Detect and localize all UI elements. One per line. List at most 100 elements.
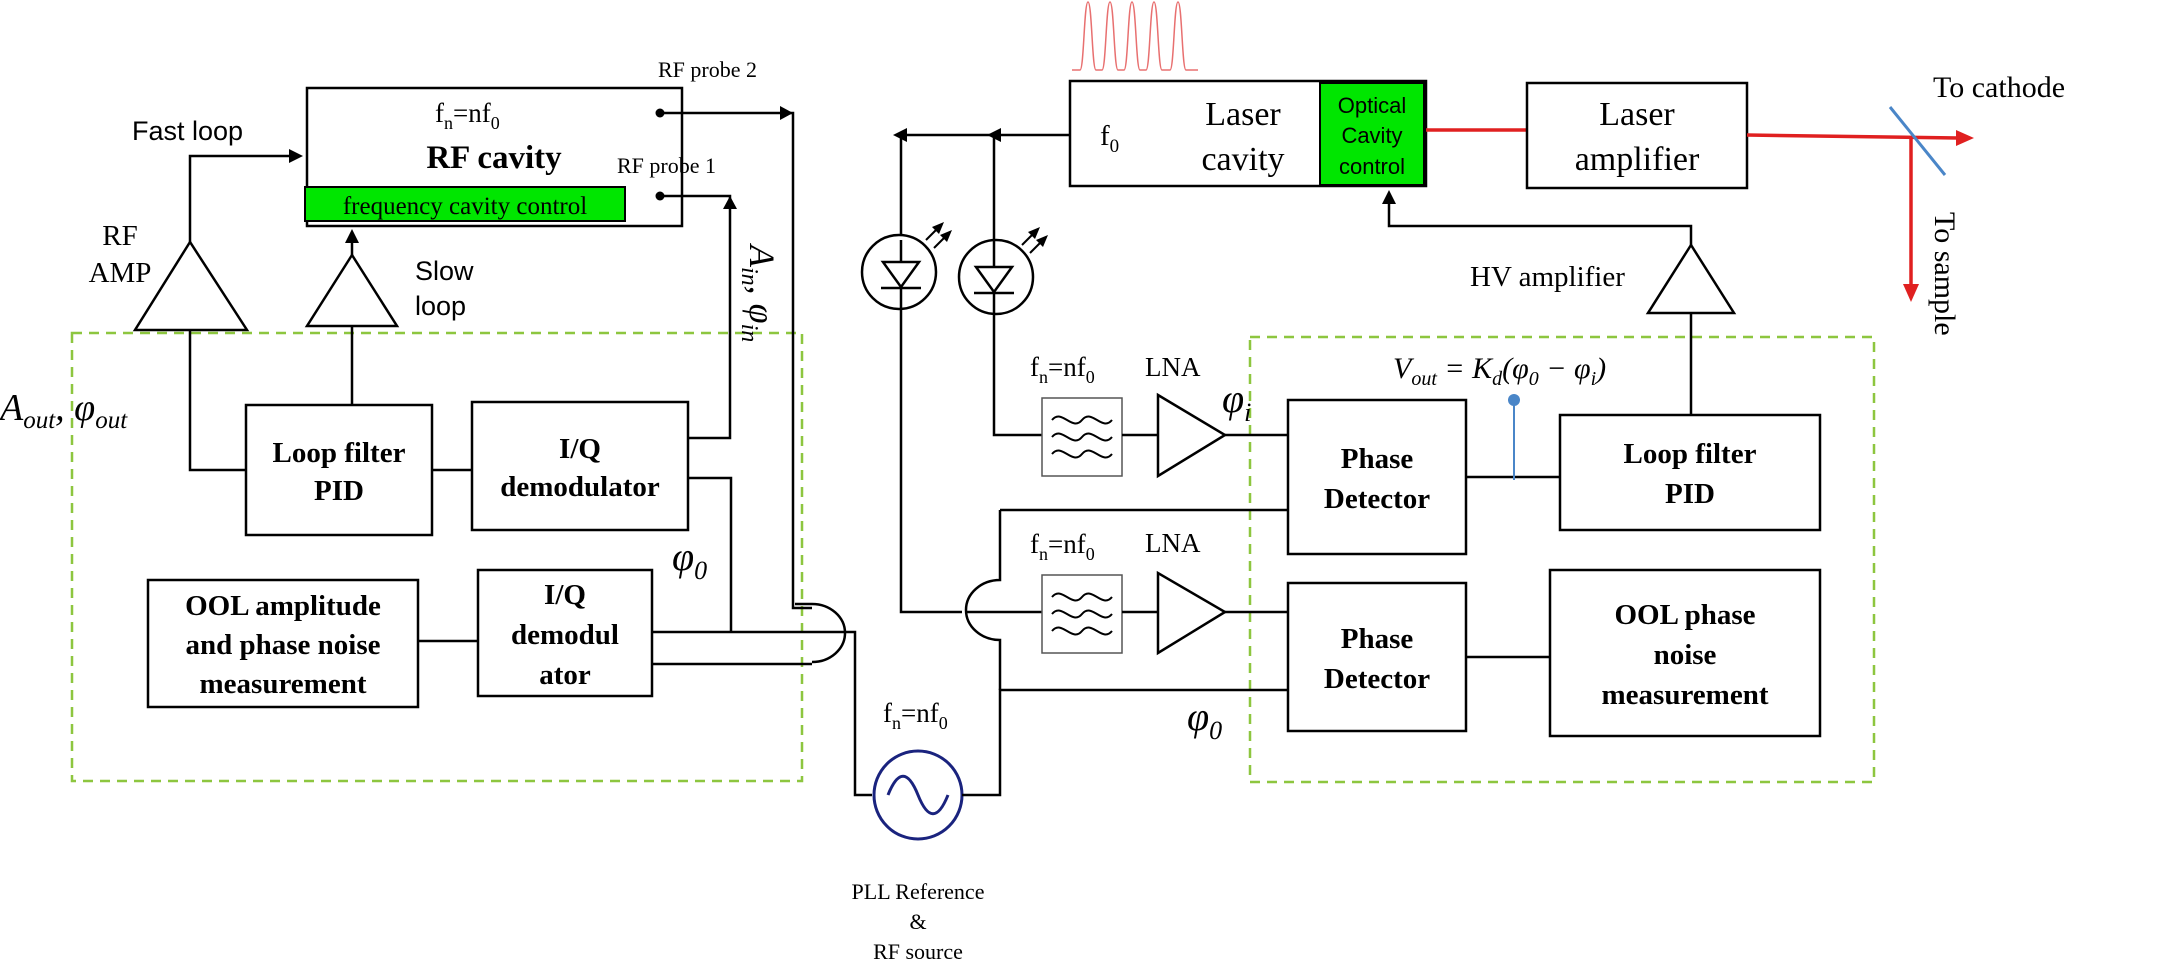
iq2-label-3: ator — [539, 659, 591, 691]
frequency-cavity-control: frequency cavity control — [304, 186, 626, 222]
aout-phi: φ — [74, 387, 95, 429]
phi-i-sub: i — [1244, 398, 1251, 427]
pll-label-3: RF source — [873, 939, 963, 964]
pulse-train — [1072, 1, 1198, 71]
vout-0: 0 — [1529, 368, 1539, 390]
to-cathode-label: To cathode — [1933, 71, 2065, 104]
vout-i: i — [1591, 368, 1597, 390]
phi0-left: φ — [672, 534, 694, 579]
ain-A: A — [742, 243, 782, 268]
lna1-label: LNA — [1145, 352, 1201, 382]
filter1-eq: =nf — [1048, 352, 1086, 382]
iq1-label-1: I/Q — [559, 433, 601, 465]
iq2-label-2: demodul — [511, 619, 619, 651]
optical-label-1: Optical — [1338, 93, 1406, 118]
loop-filter-pid-left: Loop filter PID — [244, 403, 434, 537]
ool-left-label-1: OOL amplitude — [185, 590, 381, 622]
bandpass-filter-1 — [1041, 397, 1123, 477]
laser-f0: f0 — [1100, 120, 1119, 157]
filter1-f: f — [1030, 352, 1039, 382]
frequency-cavity-control-label: frequency cavity control — [343, 193, 587, 220]
hv-amplifier-label: HV amplifier — [1470, 261, 1625, 293]
lna-1-triangle — [1156, 392, 1228, 479]
laser-amplifier: Laser amplifier — [1525, 81, 1749, 190]
aout-comma: , — [55, 387, 74, 429]
vout-marker-dot — [1508, 394, 1520, 406]
phi-i-label: φi — [1222, 376, 1251, 427]
vout-V: V — [1393, 352, 1415, 385]
photodiode-1 — [860, 222, 952, 311]
to-sample-label-group: To sample — [1928, 212, 1961, 336]
lna2-label: LNA — [1145, 528, 1201, 558]
pd1-label-2: Detector — [1324, 483, 1430, 515]
phi0-right: φ — [1187, 694, 1209, 739]
optical-label-3: control — [1339, 154, 1405, 179]
laser-f0-sub: 0 — [1110, 136, 1120, 157]
filter2-eq: =nf — [1048, 529, 1086, 559]
ain-phi: φ — [742, 304, 782, 324]
phi0-left-label: φ0 — [672, 534, 707, 585]
loop-filter-pid-right: Loop filter PID — [1558, 413, 1822, 532]
vout-rest: (φ — [1502, 352, 1529, 385]
rf-cavity-freq: f — [435, 98, 444, 128]
pll-reference-source — [872, 749, 964, 841]
rf-cavity-title: RF cavity — [426, 140, 562, 176]
vout-equation: Vout = Kd(φ0 − φi) — [1393, 352, 1606, 390]
lna-2-triangle — [1156, 570, 1228, 656]
optical-label-2: Cavity — [1341, 123, 1402, 148]
vout-minus: − φ — [1539, 352, 1591, 385]
pll-label-1: PLL Reference — [852, 879, 985, 904]
pll-freq-0: 0 — [939, 713, 948, 733]
laser-amp-label-1: Laser — [1599, 96, 1675, 133]
pll-freq-eq: =nf — [901, 698, 939, 728]
iq2-label-1: I/Q — [544, 579, 586, 611]
aout-phiout-label: Aout, φout — [0, 387, 128, 434]
filter2-f: f — [1030, 529, 1039, 559]
laser-amp-label-2: amplifier — [1575, 141, 1700, 178]
ool-right-label-2: noise — [1654, 639, 1717, 671]
right-splitter — [964, 510, 1002, 690]
pll-freq-n: n — [892, 713, 901, 733]
rf-probe-1-label: RF probe 1 — [617, 153, 716, 178]
aout-phi-sub: out — [95, 407, 128, 434]
aout-sub: out — [23, 407, 56, 434]
rf-amp-triangle — [132, 239, 250, 332]
rf-amp-label-1: RF — [102, 220, 137, 252]
filter1-0: 0 — [1086, 367, 1095, 387]
ool-phase-noise-box: OOL phase noise measurement — [1548, 568, 1822, 738]
iq-demodulator-1: I/Q demodulator — [470, 400, 690, 532]
svg-text:fn=nf0: fn=nf0 — [435, 98, 500, 133]
laser-cavity-label-2: cavity — [1201, 141, 1284, 178]
pll-label-2: & — [909, 909, 926, 934]
rf-cavity-freq-sub2: 0 — [491, 113, 500, 133]
loop-filter-right-label-1: Loop filter — [1624, 438, 1757, 470]
svg-text:Ain, φin: Ain, φin — [736, 243, 782, 342]
slow-loop-label-1: Slow — [415, 256, 474, 286]
ool-right-label-3: measurement — [1602, 679, 1769, 711]
fast-loop-label: Fast loop — [132, 116, 243, 146]
slow-loop-label-2: loop — [415, 291, 466, 321]
loop-filter-left-label-2: PID — [314, 475, 364, 507]
rf-cavity-freq-eq: =nf — [453, 98, 491, 128]
rf-amp-label-2: AMP — [89, 257, 152, 289]
filter2-0: 0 — [1086, 544, 1095, 564]
laser-cavity-label-1: Laser — [1205, 96, 1281, 133]
ain-phi-sub: in — [736, 324, 762, 343]
slow-loop-amp-triangle — [304, 252, 400, 328]
to-sample-label: To sample — [1928, 212, 1961, 336]
iq-demodulator-2: I/Q demodul ator — [476, 568, 654, 698]
left-dashed-region — [70, 331, 804, 783]
phi0-right-sub: 0 — [1209, 716, 1222, 745]
ain-phiin-label: Ain, φin — [736, 243, 782, 342]
ool-left-label-3: measurement — [200, 668, 367, 700]
ool-left-label-2: and phase noise — [185, 629, 380, 661]
pll-freq-f: f — [883, 698, 892, 728]
bandpass-filter-2 — [1041, 574, 1123, 654]
vout-d: d — [1492, 368, 1503, 390]
phase-detector-2: Phase Detector — [1286, 581, 1468, 733]
filter1-label: fn=nf0 — [1030, 352, 1095, 387]
pd2-label-2: Detector — [1324, 663, 1430, 695]
right-dashed-region — [1248, 335, 1876, 784]
loop-filter-left-label-1: Loop filter — [273, 437, 406, 469]
